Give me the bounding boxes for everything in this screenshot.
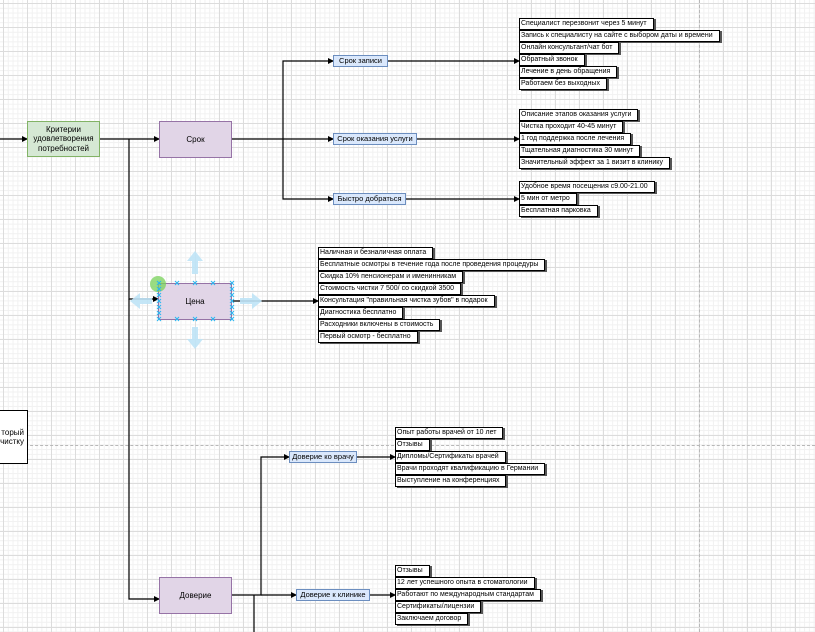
resize-handle[interactable]: [229, 280, 235, 286]
list-item[interactable]: Специалист перезвонит через 5 минут: [519, 18, 654, 30]
arrow-right-icon[interactable]: [240, 293, 262, 309]
arrow-up-icon[interactable]: [187, 251, 203, 274]
list-item[interactable]: Наличная и безналичная оплата: [318, 247, 434, 259]
resize-handle[interactable]: [210, 280, 216, 286]
resize-handle[interactable]: [156, 298, 162, 304]
list-item[interactable]: Запись к специалисту на сайте с выбором …: [519, 30, 720, 42]
list-item[interactable]: Описание этапов оказания услуги: [519, 109, 639, 121]
list-item[interactable]: Работают по международным стандартам: [395, 589, 541, 601]
resize-handles: [156, 280, 235, 322]
page-break-vertical: [699, 0, 700, 632]
resize-handle[interactable]: [156, 316, 162, 322]
list-item[interactable]: Врачи проходят квалификацию в Германии: [395, 463, 546, 475]
resize-handle[interactable]: [156, 292, 162, 298]
subgroup-srok-okazaniya[interactable]: Срок оказания услуги: [333, 133, 417, 145]
resize-handle[interactable]: [229, 316, 235, 322]
category-doverie[interactable]: Доверие: [159, 577, 232, 614]
list-item[interactable]: Отзывы: [395, 439, 430, 451]
root-node[interactable]: торый чистку: [0, 410, 28, 464]
subgroup-label: Срок записи: [339, 55, 382, 65]
list-item[interactable]: Опыт работы врачей от 10 лет: [395, 427, 504, 439]
resize-handle[interactable]: [156, 304, 162, 310]
list-item[interactable]: Бесплатная парковка: [519, 205, 598, 217]
subgroup-label: Быстро добраться: [337, 193, 402, 203]
resize-handle[interactable]: [229, 286, 235, 292]
list-item[interactable]: Бесплатные осмотры в течение года после …: [318, 259, 546, 271]
root-node-line-1: торый: [1, 427, 24, 437]
list-item[interactable]: 1 год поддержка после лечения: [519, 133, 632, 145]
root-node-line-2: чистку: [0, 437, 24, 446]
resize-handle[interactable]: [192, 280, 198, 286]
list-item[interactable]: 12 лет успешного опыта в стоматологии: [395, 577, 535, 589]
list-item[interactable]: Скидка 10% пенсионерам и именинникам: [318, 271, 464, 283]
list-item[interactable]: Выступление на конференциях: [395, 475, 507, 487]
resize-handle[interactable]: [229, 310, 235, 316]
category-doverie-label: Доверие: [179, 590, 212, 600]
category-srok[interactable]: Срок: [159, 121, 232, 158]
list-item[interactable]: Сертификаты/лицензии: [395, 601, 482, 613]
list-item[interactable]: Лечение в день обращения: [519, 66, 618, 78]
category-cena-label: Цена: [185, 296, 205, 306]
resize-handle[interactable]: [229, 304, 235, 310]
category-srok-label: Срок: [186, 134, 205, 144]
subgroup-label: Доверие ко врачу: [292, 451, 354, 461]
resize-handle[interactable]: [229, 292, 235, 298]
subgroup-doverie-klinika[interactable]: Доверие к клинике: [296, 589, 370, 601]
subgroup-label: Доверие к клинике: [300, 589, 366, 599]
list-item[interactable]: Диагностика бесплатно: [318, 307, 404, 319]
arrow-left-icon[interactable]: [130, 293, 152, 309]
list-item[interactable]: Заключаем договор: [395, 613, 469, 625]
list-item[interactable]: Обратный звонок: [519, 54, 585, 66]
list-item[interactable]: Консультация "правильная чистка зубов" в…: [318, 295, 495, 307]
arrow-down-icon[interactable]: [187, 327, 203, 349]
subgroup-srok-zapisi[interactable]: Срок записи: [333, 55, 388, 67]
list-item[interactable]: Дипломы/Сертификаты врачей: [395, 451, 506, 463]
resize-handle[interactable]: [174, 316, 180, 322]
edge-srok-subgroup-1[interactable]: [232, 58, 334, 140]
edge-criteria-doverie[interactable]: [128, 299, 160, 602]
subgroup-bystro[interactable]: Быстро добраться: [333, 193, 406, 205]
resize-handle[interactable]: [229, 298, 235, 304]
criteria-node-label: Критерии удовлетворения потребностей: [33, 125, 94, 153]
resize-handle[interactable]: [156, 286, 162, 292]
list-item[interactable]: Отзывы: [395, 565, 430, 577]
criteria-node[interactable]: Критерии удовлетворения потребностей: [27, 121, 100, 157]
list-item[interactable]: Стоимость чистки 7 500/ со скидкой 3500: [318, 283, 462, 295]
list-item[interactable]: Онлайн консультант/чат бот: [519, 42, 620, 54]
list-item[interactable]: Тщательная диагностика 30 минут: [519, 145, 641, 157]
resize-handle[interactable]: [192, 316, 198, 322]
subgroup-label: Срок оказания услуги: [337, 133, 413, 143]
list-item[interactable]: Удобное время посещения с9.00-21.00: [519, 181, 655, 193]
edge-srok-subgroup-3[interactable]: [282, 139, 334, 202]
list-item[interactable]: 5 мин от метро: [519, 193, 577, 205]
resize-handle[interactable]: [210, 316, 216, 322]
list-item[interactable]: Значительный эффект за 1 визит в клинику: [519, 157, 670, 169]
resize-handle[interactable]: [156, 310, 162, 316]
resize-handle[interactable]: [156, 280, 162, 286]
subgroup-doverie-vrach[interactable]: Доверие ко врачу: [289, 451, 357, 463]
list-item[interactable]: Первый осмотр - бесплатно: [318, 331, 418, 343]
edge-doverie-vrach[interactable]: [232, 454, 290, 596]
resize-handle[interactable]: [174, 280, 180, 286]
list-item[interactable]: Работаем без выходных: [519, 78, 607, 90]
list-item[interactable]: Чистка проходит 40-45 минут: [519, 121, 624, 133]
list-item[interactable]: Расходники включены в стоимость: [318, 319, 441, 331]
